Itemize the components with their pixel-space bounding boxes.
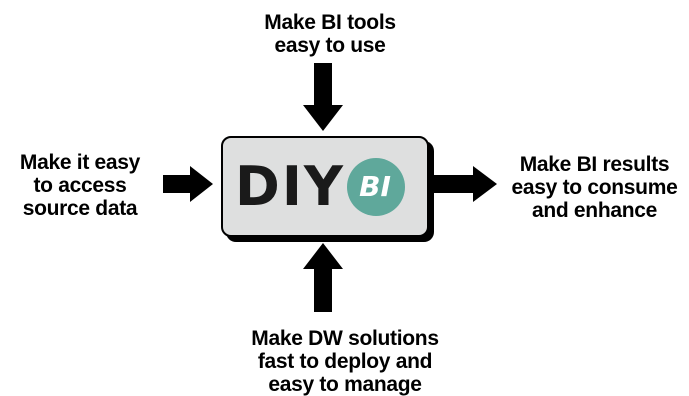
logo-diy-text: DIY xyxy=(235,155,346,218)
logo-bi-badge: BI xyxy=(347,158,405,216)
arrow-up-icon xyxy=(303,243,343,312)
logo-bi-text: BI xyxy=(359,170,391,203)
arrow-right-in-icon xyxy=(163,166,213,202)
arrow-right-out-icon xyxy=(433,166,497,202)
center-box: DIY BI xyxy=(221,136,429,237)
label-fast-deploy: Make DW solutions fast to deploy and eas… xyxy=(251,327,439,396)
arrow-down-icon xyxy=(303,63,343,131)
label-easy-consume: Make BI results easy to consume and enha… xyxy=(511,153,678,222)
label-easy-access: Make it easy to access source data xyxy=(19,151,141,220)
diy-bi-logo: DIY BI xyxy=(223,138,431,239)
label-easy-tools: Make BI tools easy to use xyxy=(264,11,396,57)
